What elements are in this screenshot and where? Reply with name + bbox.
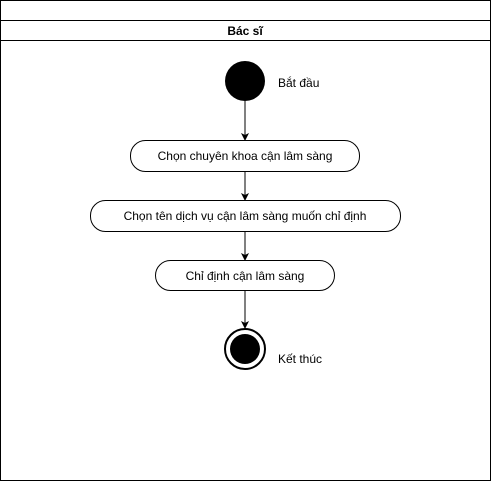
start-label: Bắt đầu (278, 75, 319, 90)
end-label: Kết thúc (278, 352, 322, 366)
action-node-1[interactable]: Chọn chuyên khoa cận lâm sàng (130, 140, 360, 172)
action-label-3: Chỉ định cận lâm sàng (186, 269, 305, 283)
action-label-1: Chọn chuyên khoa cận lâm sàng (158, 149, 333, 163)
swimlane-title: Bác sĩ (227, 24, 263, 38)
start-node (225, 61, 265, 101)
end-node-inner (230, 334, 260, 364)
action-node-2[interactable]: Chọn tên dịch vụ cận lâm sàng muốn chỉ đ… (90, 200, 401, 232)
action-box-1 (130, 140, 360, 172)
action-box-3 (155, 260, 335, 291)
action-node-3[interactable]: Chỉ định cận lâm sàng (155, 260, 335, 291)
action-label-2: Chọn tên dịch vụ cận lâm sàng muốn chỉ đ… (124, 209, 367, 223)
action-box-2 (90, 200, 401, 232)
